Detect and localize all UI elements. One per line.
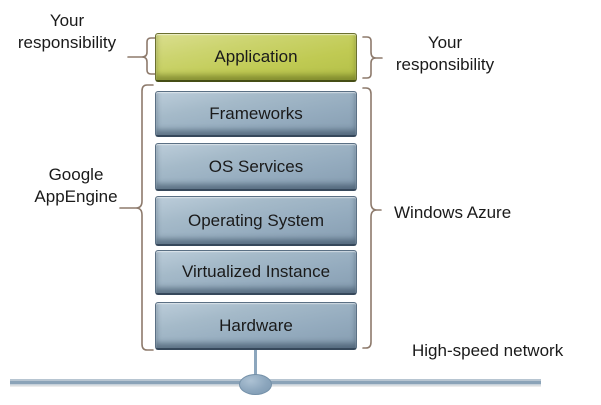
layer-label: Virtualized Instance — [181, 262, 331, 281]
annotation-your-responsibility-left: Your responsibility — [1, 10, 133, 54]
annotation-high-speed-network: High-speed network — [412, 341, 564, 360]
annotation-line: Your — [427, 33, 463, 52]
layer-label: OS Services — [208, 156, 304, 176]
annotation-google-appengine: Google AppEngine — [18, 164, 134, 208]
annotation-your-responsibility-right: Your responsibility — [383, 32, 507, 76]
annotation-line: AppEngine — [34, 187, 118, 206]
annotation-line: Google — [48, 165, 104, 184]
layer-label: Hardware — [219, 315, 293, 335]
stack-layer-frameworks: Frameworks — [155, 91, 357, 137]
layer-label: Application — [214, 47, 298, 66]
stack-layer-application: Application — [155, 33, 357, 82]
stack-layer-os-services: OS Services — [155, 143, 357, 191]
right-small-brace — [362, 36, 383, 79]
annotation-windows-azure: Windows Azure — [394, 203, 512, 222]
network-node — [239, 374, 272, 395]
high-speed-network-line — [10, 379, 541, 387]
left-long-brace — [119, 84, 154, 351]
stack-layer-hardware: Hardware — [155, 302, 357, 350]
right-long-brace — [362, 87, 382, 349]
stack-layer-operating-system: Operating System — [155, 196, 357, 246]
left-small-brace — [127, 37, 156, 75]
layer-label: Frameworks — [209, 103, 303, 123]
stack-layer-virtualized-instance: Virtualized Instance — [155, 250, 357, 295]
annotation-line: responsibility — [17, 33, 117, 52]
layer-label: Operating System — [187, 210, 325, 230]
annotation-line: Your — [49, 11, 85, 30]
annotation-line: responsibility — [395, 55, 495, 74]
network-connector-line — [254, 350, 257, 382]
